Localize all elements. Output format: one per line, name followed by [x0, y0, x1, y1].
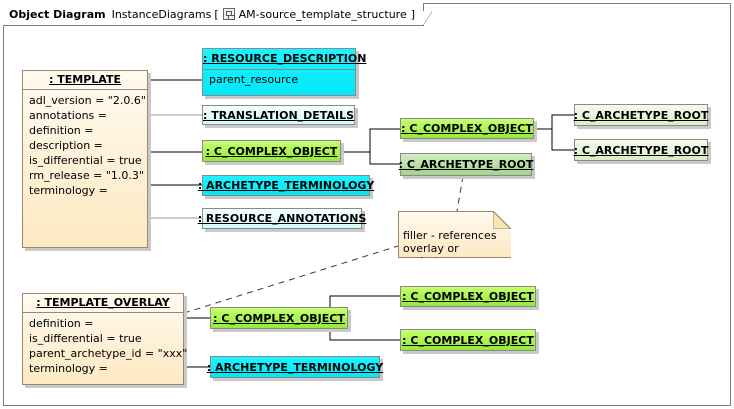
archetype-terminology-overlay-object[interactable]: : ARCHETYPE_TERMINOLOGY [206, 356, 384, 378]
note-anchor-car[interactable] [456, 175, 464, 212]
note-anchor-overlay[interactable] [183, 245, 399, 314]
diagram-title-tab[interactable]: Object Diagram InstanceDiagrams [ AM-sou… [3, 3, 433, 26]
c-complex-object-overlay-title: : C_COMPLEX_OBJECT [213, 311, 345, 325]
bracket-close: ] [410, 7, 416, 21]
template-attributes: adl_version = "2.0.6" annotations = defi… [23, 89, 147, 201]
link-cco1-cco2[interactable] [341, 128, 400, 153]
resource-description-title: : RESOURCE_DESCRIPTION [203, 52, 367, 65]
note-text: filler - references overlay or archetype [403, 229, 497, 258]
template-overlay-attr-is-differential: is_differential = true [29, 332, 142, 345]
archetype-terminology-overlay-title: : ARCHETYPE_TERMINOLOGY [206, 360, 384, 374]
template-overlay-attr-terminology: terminology = [29, 362, 108, 375]
package-name-label: AM-source_template_structure [238, 7, 407, 21]
c-archetype-root-mid-title: : C_ARCHETYPE_ROOT [398, 158, 534, 171]
link-cco2-car-r2[interactable] [551, 129, 574, 151]
template-attr-annotations: annotations = [29, 109, 107, 122]
diagram-kind-label: Object Diagram [9, 7, 106, 21]
note-filler[interactable]: filler - references overlay or archetype [398, 211, 511, 258]
c-complex-object-lower-2[interactable]: : C_COMPLEX_OBJECT [400, 329, 536, 351]
link-cco1-car-mid[interactable] [369, 152, 400, 165]
c-complex-object-primary[interactable]: : C_COMPLEX_OBJECT [202, 140, 341, 162]
archetype-terminology-title: : ARCHETYPE_TERMINOLOGY [197, 179, 375, 192]
bracket-open: [ [214, 7, 219, 21]
c-complex-object-lower-1[interactable]: : C_COMPLEX_OBJECT [400, 286, 536, 307]
template-overlay-attributes: definition = is_differential = true pare… [23, 312, 188, 379]
c-complex-object-upper-title: : C_COMPLEX_OBJECT [401, 122, 533, 135]
template-attr-terminology: terminology = [29, 184, 108, 197]
resource-description-object[interactable]: : RESOURCE_DESCRIPTION parent_resource [202, 48, 367, 96]
c-complex-object-lower-2-title: : C_COMPLEX_OBJECT [402, 333, 534, 347]
c-archetype-root-right-1-title: : C_ARCHETYPE_ROOT [573, 108, 709, 122]
translation-details-title: : TRANSLATION_DETAILS [203, 108, 354, 122]
diagram-name-label: InstanceDiagrams [111, 7, 212, 21]
template-title: : TEMPLATE [49, 73, 121, 86]
resource-description-attr-parent-resource: parent_resource [203, 69, 355, 90]
link-cco2-car-r1[interactable] [534, 114, 574, 130]
template-overlay-attr-definition: definition = [29, 317, 94, 330]
resource-annotations-object[interactable]: : RESOURCE_ANNOTATIONS [198, 208, 366, 229]
resource-annotations-title: : RESOURCE_ANNOTATIONS [197, 212, 367, 225]
note-fold-corner [493, 211, 511, 229]
c-archetype-root-right-1[interactable]: : C_ARCHETYPE_ROOT [574, 104, 708, 126]
archetype-terminology-object[interactable]: : ARCHETYPE_TERMINOLOGY [198, 175, 374, 196]
template-overlay-title: : TEMPLATE_OVERLAY [36, 296, 170, 309]
package-diagram-icon [222, 8, 235, 20]
template-attr-rm-release: rm_release = "1.0.3" [29, 169, 144, 182]
c-complex-object-lower-1-title: : C_COMPLEX_OBJECT [402, 290, 534, 303]
c-complex-object-overlay[interactable]: : C_COMPLEX_OBJECT [210, 307, 348, 329]
c-complex-object-primary-title: : C_COMPLEX_OBJECT [205, 144, 338, 158]
template-overlay-attr-parent-archetype-id: parent_archetype_id = "xxx" [29, 347, 188, 360]
c-archetype-root-mid[interactable]: : C_ARCHETYPE_ROOT [398, 153, 534, 176]
template-attr-adl-version: adl_version = "2.0.6" [29, 94, 146, 107]
translation-details-object[interactable]: : TRANSLATION_DETAILS [202, 105, 355, 125]
template-attr-definition: definition = [29, 124, 94, 137]
c-archetype-root-right-2-title: : C_ARCHETYPE_ROOT [573, 143, 709, 157]
c-complex-object-upper[interactable]: : C_COMPLEX_OBJECT [400, 118, 534, 139]
template-overlay-object[interactable]: : TEMPLATE_OVERLAY definition = is_diffe… [22, 293, 188, 385]
c-archetype-root-right-2[interactable]: : C_ARCHETYPE_ROOT [574, 139, 708, 161]
template-object[interactable]: : TEMPLATE adl_version = "2.0.6" annotat… [22, 70, 148, 248]
template-attr-description: description = [29, 139, 103, 152]
template-attr-is-differential: is_differential = true [29, 154, 142, 167]
